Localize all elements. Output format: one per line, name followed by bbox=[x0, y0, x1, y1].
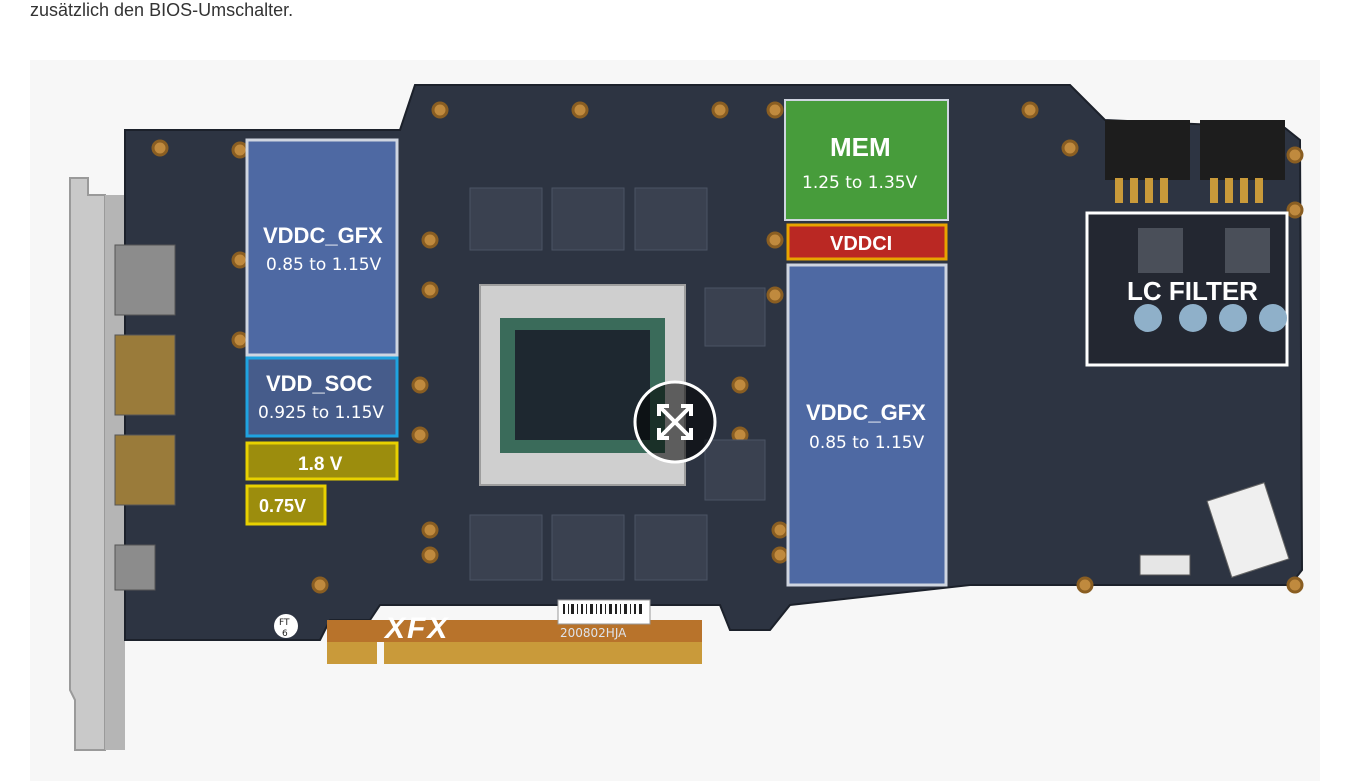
article-caption: zusätzlich den BIOS-Umschalter. bbox=[30, 0, 294, 20]
vddc-gfx-right-range: 0.85 to 1.15V bbox=[809, 433, 925, 453]
vddc-gfx-left-title: VDDC_GFX bbox=[263, 223, 383, 248]
barcode-sticker bbox=[557, 599, 651, 625]
region-vdd-soc: VDD_SOC 0.925 to 1.15V bbox=[245, 356, 399, 438]
display-connectors bbox=[114, 244, 176, 591]
v075-title: 0.75V bbox=[259, 496, 306, 516]
expand-icon bbox=[657, 404, 693, 440]
region-0-75v: 0.75V bbox=[245, 484, 327, 526]
pcie-bracket bbox=[69, 177, 125, 751]
region-vddc-gfx-left: VDDC_GFX 0.85 to 1.15V bbox=[245, 138, 399, 357]
region-1-8v: 1.8 V bbox=[245, 441, 399, 481]
gpu-package bbox=[479, 284, 686, 486]
memory-chips bbox=[469, 187, 766, 581]
mem-range: 1.25 to 1.35V bbox=[802, 173, 918, 193]
lc-filter-title: LC FILTER bbox=[1127, 276, 1258, 306]
vdd-soc-title: VDD_SOC bbox=[266, 371, 372, 396]
ft-marker-bottom: 6 bbox=[282, 629, 288, 639]
expand-image-button[interactable] bbox=[633, 380, 717, 464]
v18-title: 1.8 V bbox=[298, 454, 343, 475]
pcb-illustration: 200802HJA XFX FT 6 VDDC_GFX 0.85 to 1.15… bbox=[69, 84, 1304, 751]
vdd-soc-range: 0.925 to 1.15V bbox=[258, 403, 384, 423]
aux-connector bbox=[1206, 482, 1290, 578]
mem-title: MEM bbox=[830, 132, 891, 162]
xfx-logo: XFX bbox=[383, 612, 449, 645]
fan-header bbox=[1139, 554, 1191, 576]
power-connectors bbox=[1105, 120, 1285, 203]
serial-label: 200802HJA bbox=[560, 626, 627, 640]
region-mem: MEM 1.25 to 1.35V bbox=[784, 99, 949, 221]
gpu-board-photo: 200802HJA XFX FT 6 VDDC_GFX 0.85 to 1.15… bbox=[30, 60, 1320, 781]
ft-marker-top: FT bbox=[279, 618, 290, 628]
pcie-gold-fingers bbox=[327, 620, 702, 664]
region-lc-filter: LC FILTER bbox=[1085, 211, 1289, 367]
vddc-gfx-left-range: 0.85 to 1.15V bbox=[266, 255, 382, 275]
region-vddci: VDDCI bbox=[786, 223, 948, 261]
vddc-gfx-right-title: VDDC_GFX bbox=[806, 400, 926, 425]
region-vddc-gfx-right: VDDC_GFX 0.85 to 1.15V bbox=[786, 263, 948, 587]
vddci-title: VDDCI bbox=[830, 233, 892, 255]
ft-marker bbox=[274, 614, 298, 638]
mounting-holes bbox=[151, 101, 1304, 594]
